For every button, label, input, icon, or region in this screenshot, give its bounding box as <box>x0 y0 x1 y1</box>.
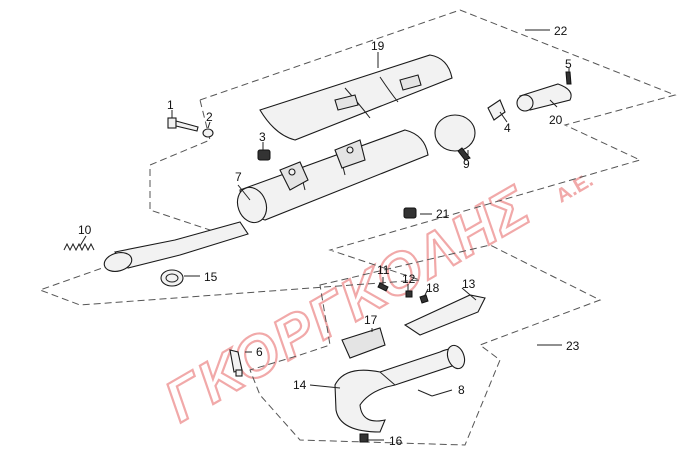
callout-14: 14 <box>293 378 307 392</box>
callout-3: 3 <box>259 130 266 144</box>
callout-16: 16 <box>389 434 403 448</box>
callout-19: 19 <box>371 39 385 53</box>
heat-protector <box>403 294 486 336</box>
callout-2: 2 <box>206 110 213 124</box>
muffler <box>236 129 429 224</box>
callout-11: 11 <box>377 263 390 277</box>
callout-12: 12 <box>402 272 416 286</box>
callout-8: 8 <box>458 383 465 397</box>
gasket-ring <box>160 269 184 287</box>
callout-7: 7 <box>235 170 242 184</box>
tail-spacer <box>487 99 506 121</box>
callout-18: 18 <box>426 281 440 295</box>
guard-plate <box>341 327 386 359</box>
small-nut <box>405 290 413 298</box>
nut <box>403 207 417 219</box>
callout-15: 15 <box>204 270 218 284</box>
oxygen-sensor <box>229 349 243 377</box>
callout-21: 21 <box>436 207 450 221</box>
leader-lines <box>79 29 570 441</box>
group-boundary-22 <box>38 9 677 306</box>
group-boundary-23 <box>249 244 602 446</box>
callout-5: 5 <box>565 57 572 71</box>
callout-13: 13 <box>462 277 476 291</box>
tail-pipe <box>516 83 572 112</box>
callout-22: 22 <box>554 24 568 38</box>
callout-9: 9 <box>463 157 470 171</box>
callout-23: 23 <box>566 339 580 353</box>
callout-20: 20 <box>549 113 563 127</box>
washer <box>202 128 214 138</box>
clamp-ring <box>434 114 476 152</box>
clip <box>419 294 429 304</box>
callout-4: 4 <box>504 121 511 135</box>
small-bolt <box>377 282 389 292</box>
screw <box>565 71 572 85</box>
exhaust-manifold <box>334 344 466 433</box>
bolt <box>167 117 199 132</box>
callout-1: 1 <box>167 98 174 112</box>
spring <box>63 242 95 252</box>
spring-clip <box>417 389 433 397</box>
inlet-pipe <box>103 221 249 272</box>
callout-6: 6 <box>256 345 263 359</box>
manifold-nut <box>359 433 369 443</box>
rubber-bush <box>257 149 271 161</box>
callout-10: 10 <box>78 223 92 237</box>
heat-shield <box>259 54 453 141</box>
callout-17: 17 <box>364 313 378 327</box>
